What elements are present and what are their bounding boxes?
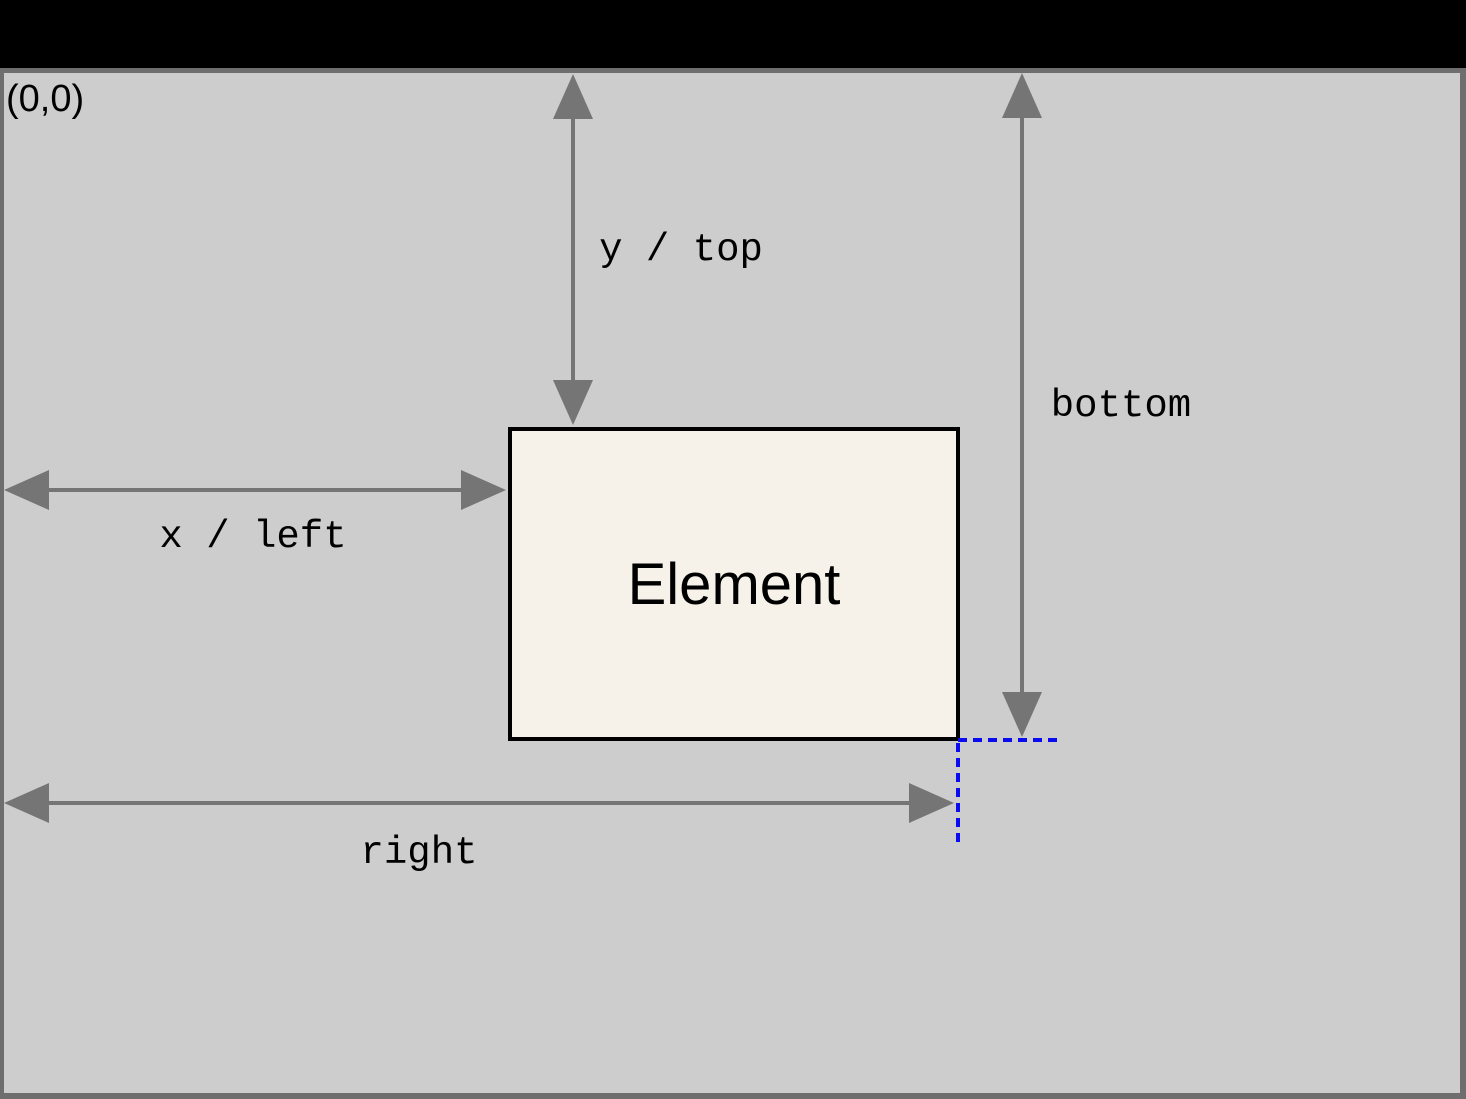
element-box: Element <box>508 427 960 741</box>
origin-coordinate-label: (0,0) <box>6 78 85 120</box>
element-label: Element <box>627 551 841 617</box>
right-measurement-label: right <box>360 831 478 875</box>
y-top-measurement-label: y / top <box>599 228 763 272</box>
bottom-measurement-label: bottom <box>1050 384 1192 428</box>
top-bar <box>0 0 1466 68</box>
x-left-measurement-label: x / left <box>159 515 347 559</box>
